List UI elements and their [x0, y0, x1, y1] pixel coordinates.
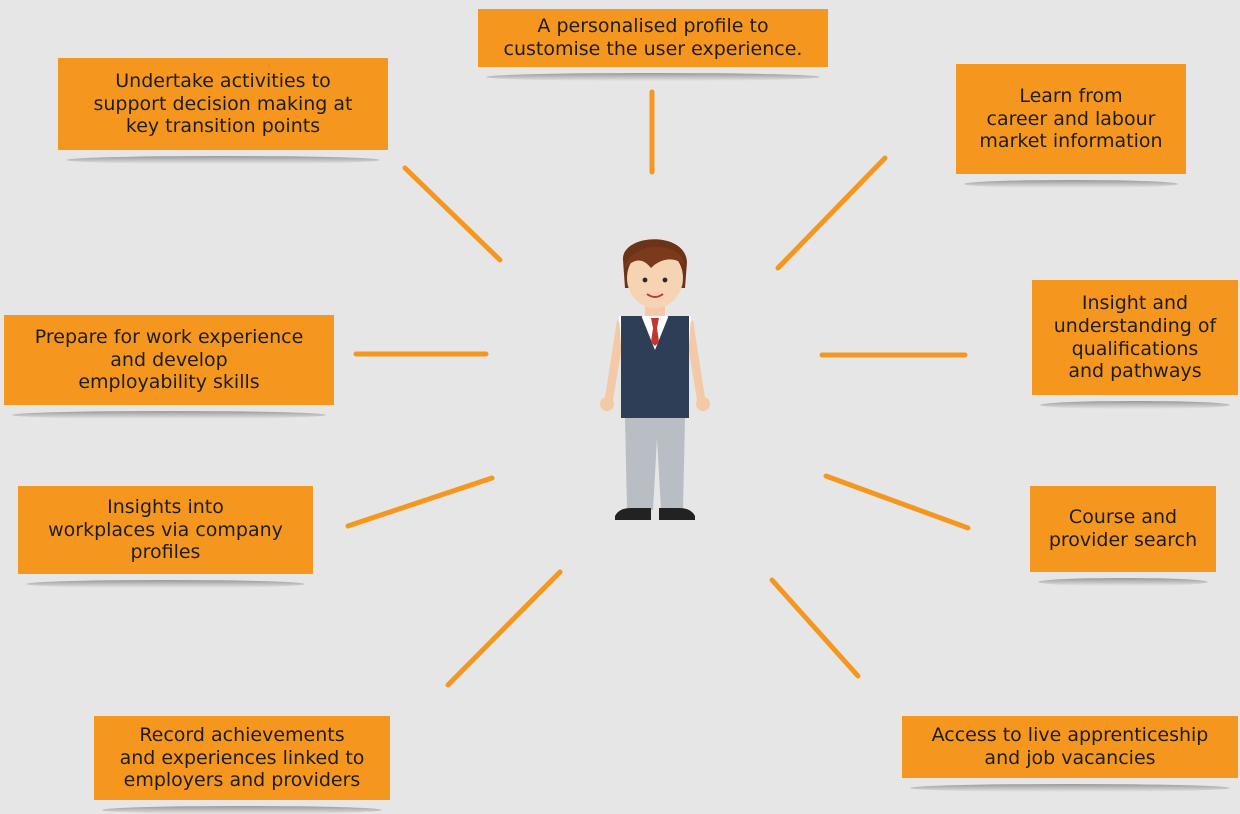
benefit-achievements: Record achievements and experiences link…	[94, 716, 390, 814]
connector-achievements	[445, 569, 563, 688]
student-figure-icon	[600, 239, 710, 520]
connector-vacancies	[769, 577, 861, 679]
connector-workplaces	[345, 475, 495, 529]
benefit-profile: A personalised profile to customise the …	[478, 9, 828, 81]
connector-course-search	[823, 473, 971, 531]
benefit-work-experience: Prepare for work experience and develop …	[4, 315, 334, 419]
benefit-workplaces: Insights into workplaces via company pro…	[18, 486, 313, 588]
benefit-lmi: Learn from career and labour market info…	[956, 64, 1186, 188]
benefit-decision: Undertake activities to support decision…	[58, 58, 388, 164]
connector-lmi	[775, 155, 888, 271]
benefit-qualifications: Insight and understanding of qualificati…	[1032, 280, 1238, 409]
connector-decision	[402, 165, 503, 263]
benefit-course-search: Course and provider search	[1030, 486, 1216, 586]
benefit-vacancies: Access to live apprenticeship and job va…	[902, 716, 1238, 792]
